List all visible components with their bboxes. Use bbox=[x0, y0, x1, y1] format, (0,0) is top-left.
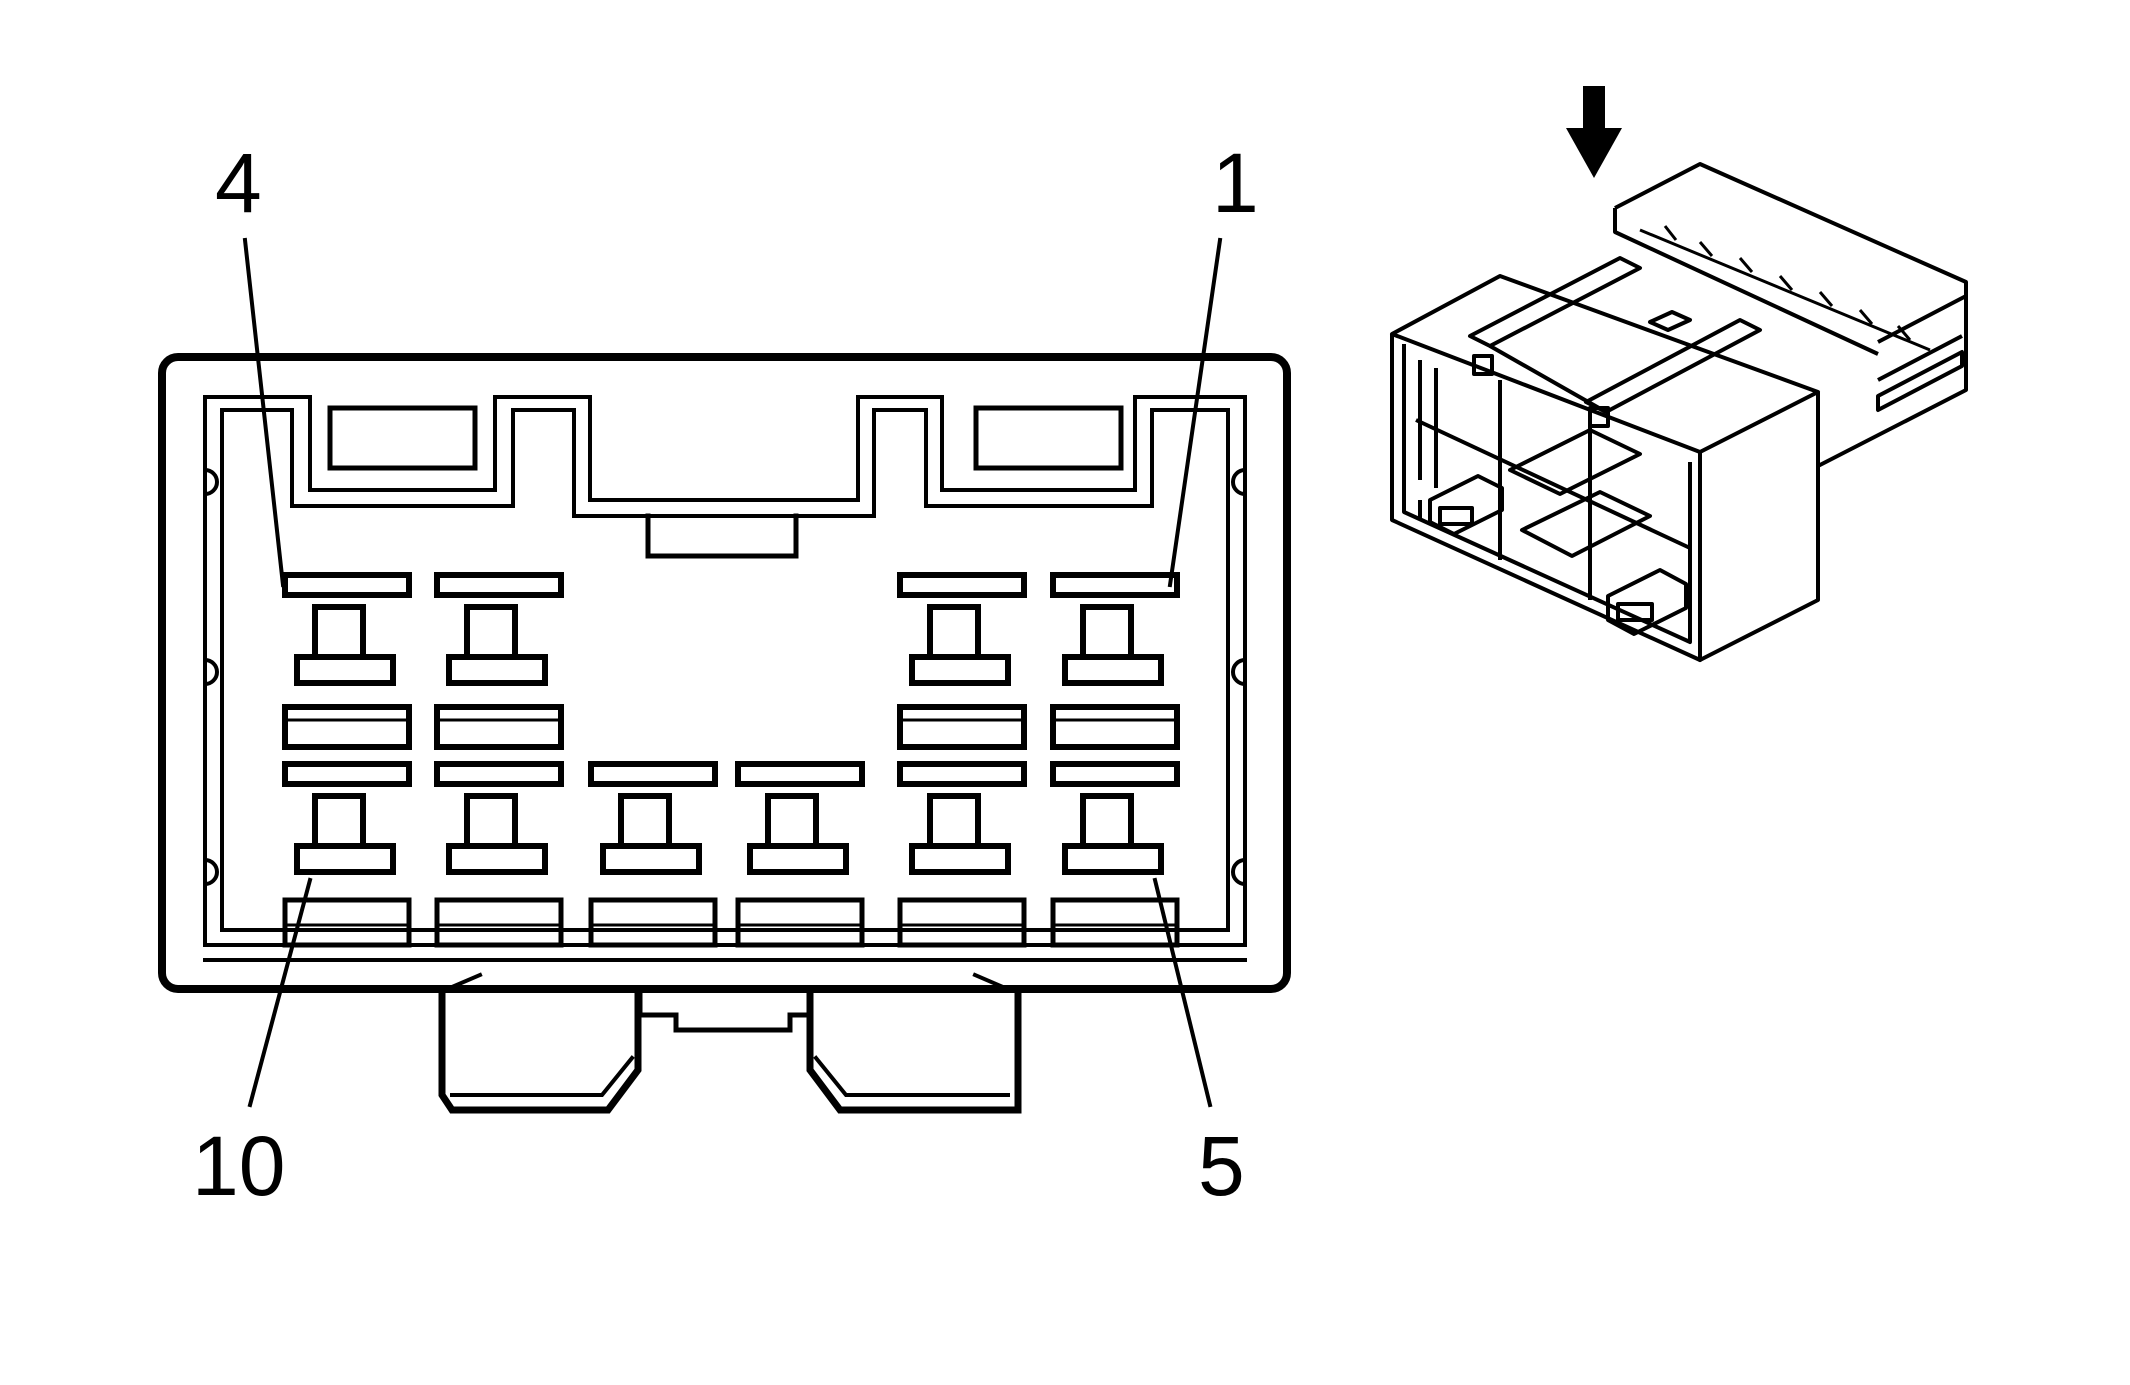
terminal-b bbox=[1508, 428, 1642, 496]
face-inner-outline bbox=[203, 395, 1247, 947]
bottom-block-4 bbox=[735, 897, 865, 948]
terminal-cavity-top-1 bbox=[282, 572, 412, 686]
bottom-block-5 bbox=[897, 897, 1027, 948]
top-ribs bbox=[1639, 225, 1931, 352]
leader-line-pin-10 bbox=[247, 877, 313, 1108]
terminal-cavity-top-3 bbox=[897, 572, 1027, 686]
bottom-tick-left bbox=[442, 972, 483, 993]
face-inner-outline-2 bbox=[220, 408, 1230, 932]
connector-face-view: 4 1 10 5 bbox=[158, 136, 1291, 1213]
terminal-d bbox=[1606, 568, 1688, 636]
side-bump-right-1 bbox=[1231, 467, 1248, 497]
separator-block-2 bbox=[434, 704, 564, 750]
terminal-cavity-top-2 bbox=[434, 572, 564, 686]
bottom-center-key bbox=[637, 987, 813, 1033]
separator-block-3 bbox=[897, 704, 1027, 750]
pin-label-5: 5 bbox=[1198, 1119, 1245, 1213]
body-back-slot-2 bbox=[1877, 334, 1963, 382]
latch-arm-left bbox=[1468, 256, 1642, 348]
bottom-block-3 bbox=[588, 897, 718, 948]
terminal-row-bottom bbox=[282, 761, 1180, 875]
pin-label-4: 4 bbox=[215, 136, 262, 230]
terminal-cavity-bottom-2 bbox=[434, 761, 564, 875]
body-back-right-face bbox=[1816, 296, 1968, 468]
bottom-lock-tab-right bbox=[806, 986, 1022, 1114]
latch-arm-right bbox=[1584, 318, 1762, 414]
latch-window-left bbox=[1472, 354, 1494, 376]
down-arrow-icon bbox=[1566, 86, 1622, 178]
leader-line-pin-1 bbox=[1167, 237, 1223, 588]
top-window-right bbox=[973, 405, 1124, 471]
terminal-cavity-bottom-6 bbox=[1050, 761, 1180, 875]
pin-label-1: 1 bbox=[1212, 136, 1259, 230]
latch-window-right bbox=[1588, 406, 1610, 428]
body-back-slot bbox=[1876, 350, 1964, 412]
terminal-cavity-top-4 bbox=[1050, 572, 1180, 686]
body-back-top bbox=[1614, 162, 1968, 344]
bottom-block-6 bbox=[1050, 897, 1180, 948]
bottom-tick-right bbox=[972, 972, 1013, 993]
front-left-bars bbox=[1418, 360, 1438, 520]
bottom-lock-tab-right-inner bbox=[813, 1055, 1010, 1097]
latch-bridge bbox=[1489, 344, 1607, 414]
separator-block-4 bbox=[1050, 704, 1180, 750]
housing-outer bbox=[158, 353, 1291, 993]
terminal-cavity-bottom-5 bbox=[897, 761, 1027, 875]
bottom-cavity-blocks bbox=[282, 897, 1180, 948]
side-bump-left-1 bbox=[202, 467, 219, 497]
front-cavity-divider-1 bbox=[1415, 418, 1691, 550]
side-bump-right-2 bbox=[1231, 657, 1248, 687]
terminal-cavity-bottom-1 bbox=[282, 761, 412, 875]
front-housing-rim bbox=[1402, 344, 1692, 644]
terminal-cavity-bottom-3 bbox=[588, 761, 718, 875]
bottom-block-2 bbox=[434, 897, 564, 948]
leader-line-pin-5 bbox=[1152, 877, 1213, 1108]
terminal-a-window bbox=[1438, 506, 1474, 526]
center-latch-tab bbox=[645, 513, 799, 559]
terminal-d-window bbox=[1616, 602, 1654, 622]
body-back-rail bbox=[1613, 208, 1879, 356]
terminal-row-top bbox=[282, 572, 1180, 686]
row-separator-blocks bbox=[282, 704, 1180, 750]
side-bump-left-3 bbox=[202, 857, 219, 887]
pin-label-10: 10 bbox=[192, 1119, 285, 1213]
terminal-c bbox=[1520, 490, 1652, 558]
terminal-a bbox=[1428, 474, 1504, 536]
separator-block-1 bbox=[282, 704, 412, 750]
side-bump-right-3 bbox=[1231, 857, 1248, 887]
bottom-lock-tab-left bbox=[438, 986, 642, 1114]
side-bump-left-2 bbox=[202, 657, 219, 687]
top-window-left bbox=[327, 405, 478, 471]
front-housing-right-face bbox=[1698, 392, 1820, 662]
connector-3d-illustration bbox=[1390, 86, 1968, 662]
latch-small-tab bbox=[1648, 310, 1692, 332]
terminal-cavity-bottom-4 bbox=[735, 761, 865, 875]
leader-line-pin-4 bbox=[242, 237, 286, 588]
bottom-lock-tab-left-inner bbox=[450, 1055, 635, 1097]
bottom-block-1 bbox=[282, 897, 412, 948]
